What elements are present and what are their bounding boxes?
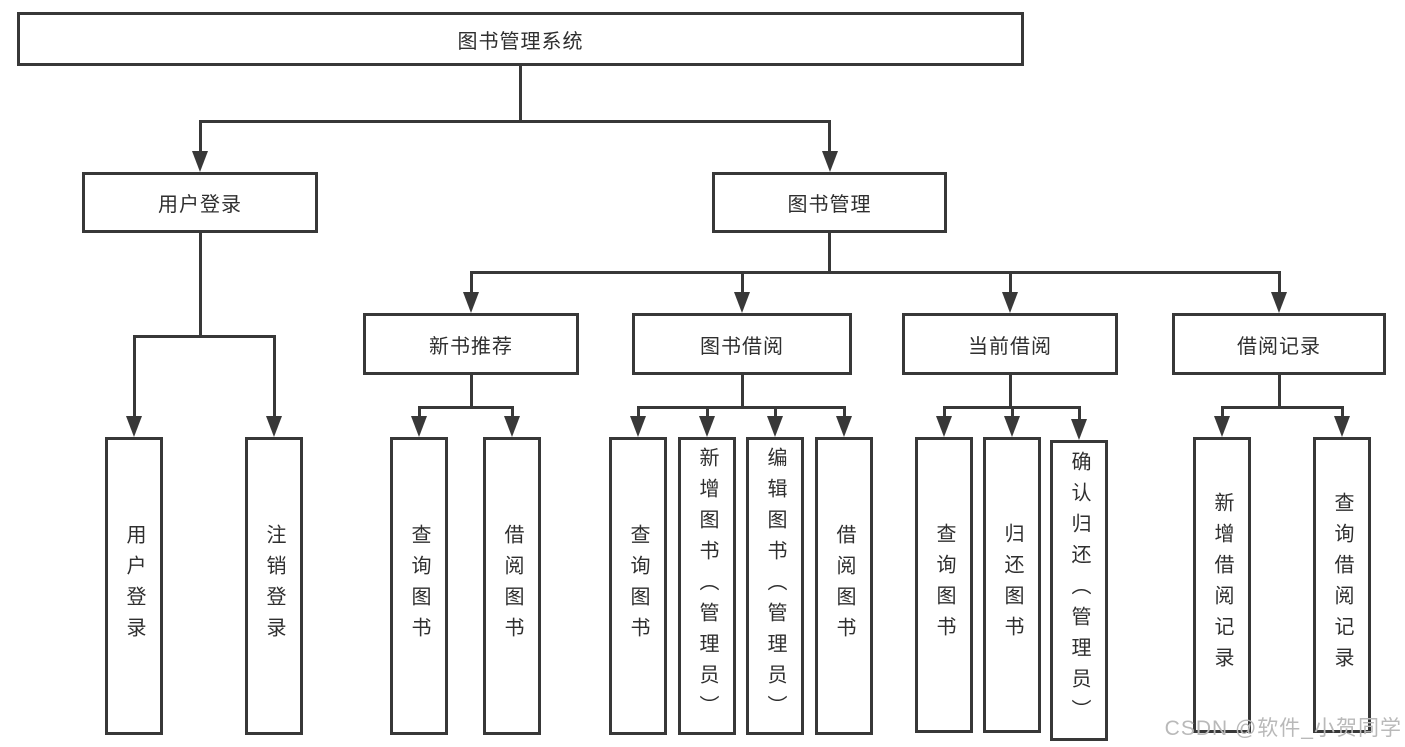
node-library-management-system: 图书管理系统	[17, 12, 1024, 66]
edge-bar-new-book-recommend	[417, 406, 514, 409]
edge-stem-book-borrowing	[740, 375, 744, 409]
node-label-user-login: 用户登录	[158, 194, 242, 216]
edge-drop-leaf-query-books-nb	[417, 406, 421, 416]
node-leaf-return-books: 归还图书	[983, 437, 1041, 733]
arrowhead-leaf-confirm-return-admin	[1071, 419, 1087, 440]
arrowhead-user-login	[192, 151, 208, 172]
edge-stem-book-management	[828, 233, 831, 274]
edge-stem-borrowing-records	[1277, 375, 1281, 409]
edge-bar-book-borrowing	[636, 406, 846, 409]
arrowhead-book-borrowing	[734, 292, 750, 313]
edge-drop-leaf-borrow-books-bb	[842, 406, 846, 416]
edge-drop-leaf-query-borrow-record	[1340, 406, 1344, 416]
node-leaf-borrow-books-bb: 借阅图书	[815, 437, 873, 735]
edge-drop-leaf-add-borrow-record	[1220, 406, 1224, 416]
node-label-leaf-confirm-return-admin: 确认归还（管理员）	[1068, 451, 1090, 730]
node-label-leaf-query-books-cb: 查询图书	[933, 523, 955, 647]
node-label-current-borrowing: 当前借阅	[968, 335, 1052, 358]
node-leaf-add-books-admin: 新增图书（管理员）	[678, 437, 736, 735]
arrowhead-leaf-query-books-bb	[630, 416, 646, 437]
edge-bar-borrowing-records	[1220, 406, 1344, 409]
edge-drop-leaf-edit-books-admin	[773, 406, 777, 416]
node-leaf-logout: 注销登录	[245, 437, 303, 735]
node-label-leaf-add-borrow-record: 新增借阅记录	[1211, 492, 1233, 678]
edge-drop-user-login	[198, 120, 202, 151]
node-leaf-query-books-nb: 查询图书	[390, 437, 448, 735]
node-label-new-book-recommend: 新书推荐	[429, 335, 513, 358]
edge-drop-new-book-recommend	[469, 271, 473, 292]
edge-drop-book-management	[828, 120, 831, 151]
edge-drop-current-borrowing	[1008, 271, 1012, 292]
edge-stem-current-borrowing	[1008, 375, 1012, 409]
edge-drop-leaf-add-books-admin	[705, 406, 709, 416]
arrowhead-new-book-recommend	[463, 292, 479, 313]
edge-drop-leaf-confirm-return-admin	[1077, 406, 1081, 419]
node-label-library-management-system: 图书管理系统	[457, 30, 584, 53]
node-user-login: 用户登录	[82, 172, 318, 233]
edge-drop-leaf-logout	[272, 335, 276, 416]
edge-drop-leaf-borrow-books-nb	[510, 406, 514, 416]
node-leaf-user-login: 用户登录	[105, 437, 163, 735]
edge-drop-book-borrowing	[740, 271, 744, 292]
edge-stem-user-login	[198, 233, 202, 338]
node-label-leaf-query-borrow-record: 查询借阅记录	[1331, 492, 1353, 678]
node-label-leaf-borrow-books-bb: 借阅图书	[833, 524, 855, 648]
node-label-book-management: 图书管理	[787, 194, 872, 216]
arrowhead-current-borrowing	[1002, 292, 1018, 313]
node-label-leaf-return-books: 归还图书	[1001, 523, 1023, 647]
node-leaf-borrow-books-nb: 借阅图书	[483, 437, 541, 735]
node-label-leaf-user-login: 用户登录	[123, 524, 145, 648]
edge-bar-library-management-system	[198, 120, 831, 123]
arrowhead-leaf-add-borrow-record	[1214, 416, 1230, 437]
edge-drop-leaf-query-books-cb	[942, 406, 946, 416]
node-leaf-add-borrow-record: 新增借阅记录	[1193, 437, 1251, 733]
arrowhead-leaf-borrow-books-nb	[504, 416, 520, 437]
edge-stem-new-book-recommend	[469, 375, 473, 409]
node-borrowing-records: 借阅记录	[1172, 313, 1386, 375]
arrowhead-book-management	[821, 151, 838, 172]
arrowhead-leaf-user-login	[126, 416, 142, 437]
node-leaf-query-books-cb: 查询图书	[915, 437, 973, 733]
node-label-leaf-query-books-bb: 查询图书	[627, 524, 649, 648]
arrowhead-leaf-logout	[266, 416, 282, 437]
edge-drop-borrowing-records	[1277, 271, 1281, 292]
arrowhead-leaf-query-borrow-record	[1334, 416, 1350, 437]
arrowhead-leaf-add-books-admin	[699, 416, 715, 437]
node-label-book-borrowing: 图书借阅	[700, 335, 784, 358]
arrowhead-leaf-query-books-nb	[411, 416, 427, 437]
arrowhead-leaf-return-books	[1004, 416, 1020, 437]
arrowhead-borrowing-records	[1271, 292, 1287, 313]
node-new-book-recommend: 新书推荐	[363, 313, 579, 375]
node-label-borrowing-records: 借阅记录	[1237, 335, 1321, 358]
node-label-leaf-add-books-admin: 新增图书（管理员）	[696, 446, 718, 726]
arrowhead-leaf-borrow-books-bb	[836, 416, 852, 437]
edge-stem-library-management-system	[519, 66, 522, 123]
node-label-leaf-edit-books-admin: 编辑图书（管理员）	[764, 446, 786, 726]
node-label-leaf-borrow-books-nb: 借阅图书	[501, 524, 523, 648]
edge-bar-book-management	[469, 271, 1281, 274]
node-label-leaf-query-books-nb: 查询图书	[408, 524, 430, 648]
node-book-management: 图书管理	[712, 172, 947, 233]
edge-drop-leaf-user-login	[132, 335, 136, 416]
edge-bar-user-login	[132, 335, 276, 338]
node-book-borrowing: 图书借阅	[632, 313, 852, 375]
node-leaf-query-borrow-record: 查询借阅记录	[1313, 437, 1371, 733]
node-leaf-query-books-bb: 查询图书	[609, 437, 667, 735]
arrowhead-leaf-edit-books-admin	[767, 416, 783, 437]
edge-drop-leaf-return-books	[1010, 406, 1014, 416]
node-leaf-edit-books-admin: 编辑图书（管理员）	[746, 437, 804, 735]
edge-drop-leaf-query-books-bb	[636, 406, 640, 416]
node-label-leaf-logout: 注销登录	[263, 524, 285, 648]
node-leaf-confirm-return-admin: 确认归还（管理员）	[1050, 440, 1108, 741]
arrowhead-leaf-query-books-cb	[936, 416, 952, 437]
node-current-borrowing: 当前借阅	[902, 313, 1118, 375]
